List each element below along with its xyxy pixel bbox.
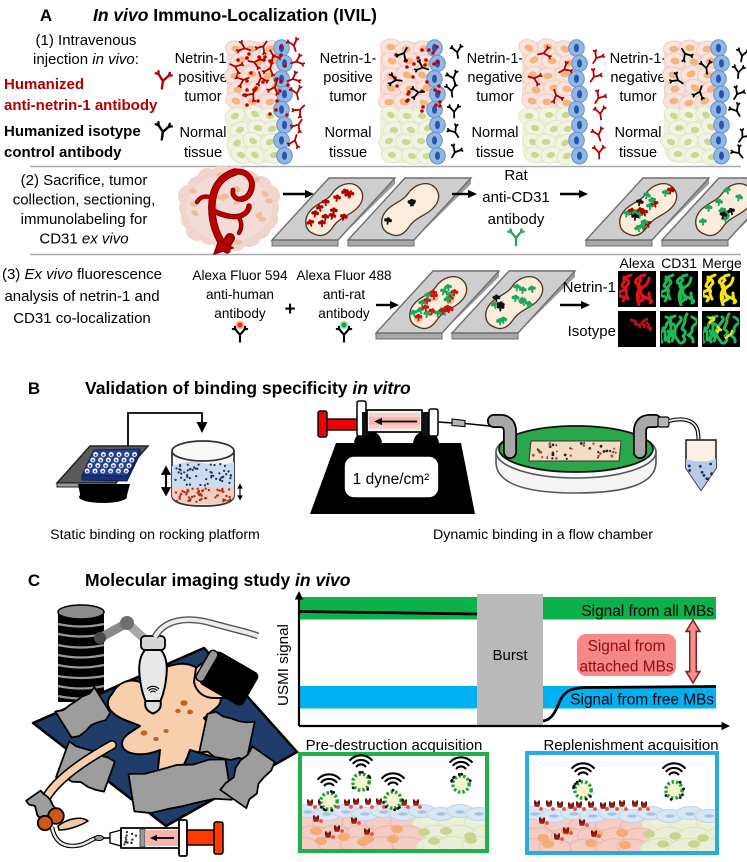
svg-text:anti-CD31: anti-CD31 <box>482 189 550 206</box>
svg-text:injection in vivo:: injection in vivo: <box>33 51 139 68</box>
svg-text:Signal from all MBs: Signal from all MBs <box>581 603 714 620</box>
svg-text:Signal from free MBs: Signal from free MBs <box>570 692 714 709</box>
svg-text:Isotype: Isotype <box>568 323 616 340</box>
svg-text:A: A <box>40 6 52 25</box>
svg-text:anti-rat: anti-rat <box>323 287 366 302</box>
svg-text:anti-human: anti-human <box>206 287 274 302</box>
svg-text:Pre-destruction acquisition: Pre-destruction acquisition <box>306 737 483 754</box>
svg-text:tissue: tissue <box>329 145 367 161</box>
svg-text:Static binding on rocking plat: Static binding on rocking platform <box>50 527 260 543</box>
svg-text:tumor: tumor <box>476 89 513 105</box>
svg-text:antibody: antibody <box>488 211 545 228</box>
svg-text:CD31 ex vivo: CD31 ex vivo <box>39 231 128 248</box>
svg-text:positive: positive <box>178 70 227 86</box>
svg-text:Humanized: Humanized <box>4 76 84 93</box>
svg-text:CD31 co-localization: CD31 co-localization <box>13 310 151 327</box>
svg-text:Merge: Merge <box>702 255 742 271</box>
svg-text:C: C <box>28 571 40 590</box>
svg-text:Normal: Normal <box>614 125 661 141</box>
svg-text:anti-netrin-1 antibody: anti-netrin-1 antibody <box>4 97 158 114</box>
svg-text:negative: negative <box>467 70 522 86</box>
svg-text:Normal: Normal <box>324 125 371 141</box>
svg-text:Burst: Burst <box>492 647 528 664</box>
svg-text:Normal: Normal <box>471 125 518 141</box>
svg-text:In vivo Immuno-Localization (I: In vivo Immuno-Localization (IVIL) <box>93 5 377 25</box>
svg-text:CD31: CD31 <box>661 255 697 271</box>
svg-text:Signal from: Signal from <box>588 638 666 655</box>
svg-text:negative: negative <box>610 70 665 86</box>
svg-text:tumor: tumor <box>619 89 656 105</box>
svg-text:USMI signal: USMI signal <box>275 624 292 706</box>
svg-text:immunolabeling for: immunolabeling for <box>21 211 148 228</box>
svg-text:tumor: tumor <box>329 89 366 105</box>
svg-text:+: + <box>284 299 295 320</box>
svg-text:(2) Sacrifice, tumor: (2) Sacrifice, tumor <box>21 172 148 189</box>
svg-text:tissue: tissue <box>184 145 222 161</box>
svg-text:Normal: Normal <box>179 125 226 141</box>
svg-text:Validation of binding specific: Validation of binding specificity in vit… <box>85 378 411 398</box>
svg-text:Alexa Fluor 594: Alexa Fluor 594 <box>192 268 288 283</box>
svg-text:analysis of netrin-1 and: analysis of netrin-1 and <box>4 288 159 305</box>
svg-text:positive: positive <box>323 70 372 86</box>
svg-text:B: B <box>28 379 40 398</box>
svg-text:tissue: tissue <box>619 145 657 161</box>
svg-text:(1) Intravenous: (1) Intravenous <box>36 32 137 49</box>
svg-text:tumor: tumor <box>184 89 221 105</box>
svg-text:Alexa Fluor 488: Alexa Fluor 488 <box>296 268 391 283</box>
svg-text:antibody: antibody <box>214 306 266 321</box>
svg-text:1 dyne/cm²: 1 dyne/cm² <box>353 471 430 488</box>
svg-text:control antibody: control antibody <box>4 144 122 161</box>
svg-text:Rat: Rat <box>504 167 528 184</box>
svg-text:Humanized isotype: Humanized isotype <box>4 123 141 140</box>
svg-text:collection, sectioning,: collection, sectioning, <box>13 192 156 209</box>
svg-text:Netrin-1-: Netrin-1- <box>175 51 232 67</box>
svg-text:Netrin-1-: Netrin-1- <box>320 51 377 67</box>
svg-text:attached MBs: attached MBs <box>579 659 673 676</box>
svg-text:Replenishment acquisition: Replenishment acquisition <box>543 737 718 754</box>
svg-text:(3) Ex vivo fluorescence: (3) Ex vivo fluorescence <box>2 266 162 283</box>
svg-text:antibody: antibody <box>318 306 370 321</box>
svg-text:tissue: tissue <box>476 145 514 161</box>
svg-text:Netrin-1-: Netrin-1- <box>610 51 667 67</box>
svg-text:Netrin-1: Netrin-1 <box>563 279 616 296</box>
svg-text:Alexa: Alexa <box>619 255 654 271</box>
svg-text:Netrin-1-: Netrin-1- <box>467 51 524 67</box>
svg-text:Molecular imaging study in viv: Molecular imaging study in vivo <box>85 570 351 590</box>
svg-text:Dynamic binding in a flow cham: Dynamic binding in a flow chamber <box>433 527 653 543</box>
